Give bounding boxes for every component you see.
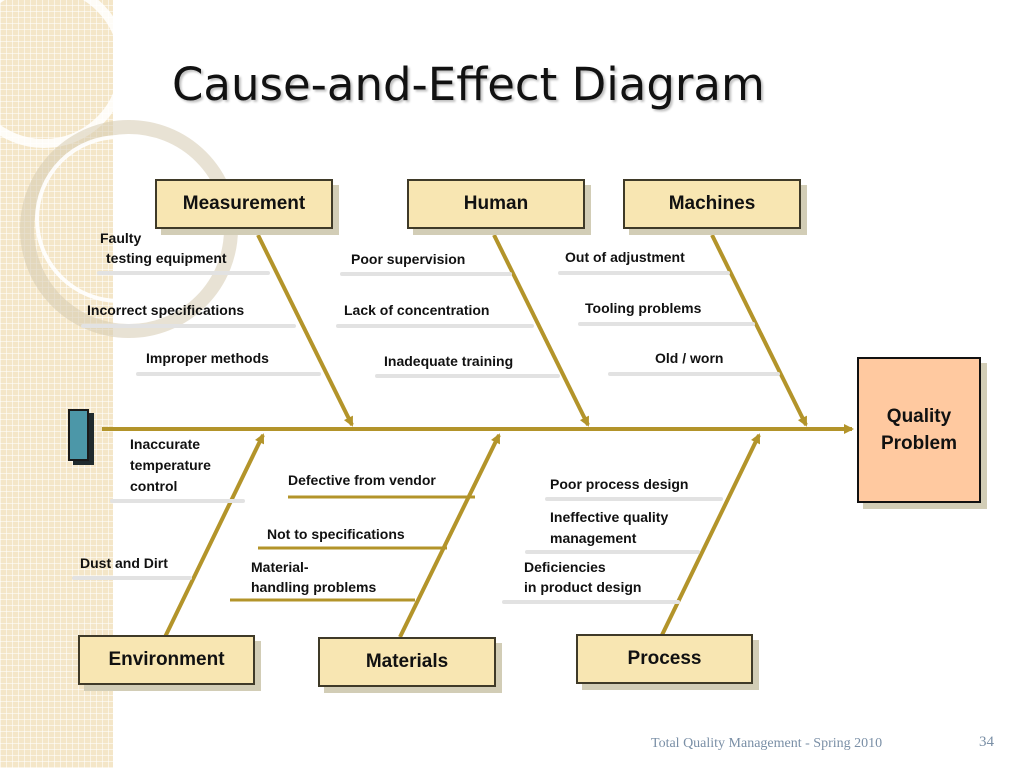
- cause-tooling-problems: Tooling problems: [585, 300, 702, 316]
- cause-underline: [608, 372, 780, 376]
- category-materials: Materials: [318, 637, 496, 687]
- cause-underline: [72, 576, 192, 580]
- cause-underline: [340, 272, 512, 276]
- cause-underline: [375, 374, 560, 378]
- cause-faulty-line1: Faulty: [100, 230, 142, 246]
- effect-line: Problem: [880, 433, 958, 454]
- bone-process: [660, 433, 761, 636]
- cause-deficiencies-line1: Deficiencies: [524, 559, 606, 575]
- spine-tail-block: [68, 409, 89, 461]
- cause-underline: [136, 372, 321, 376]
- cause-poor-supervision: Poor supervision: [351, 251, 466, 267]
- cause-underline: [336, 324, 534, 328]
- cause-not-to-specs: Not to specifications: [267, 526, 405, 542]
- footer-text: Total Quality Management - Spring 2010: [651, 736, 883, 751]
- category-environment: Environment: [78, 635, 255, 685]
- category-process: Process: [576, 634, 753, 684]
- cause-underline: [578, 322, 755, 326]
- page-number: 34: [979, 734, 994, 750]
- cause-improper-methods: Improper methods: [146, 350, 269, 366]
- cause-ineffective-line1: Ineffective quality: [550, 509, 669, 525]
- cause-incorrect-specs: Incorrect specifications: [87, 302, 245, 318]
- cause-underline: [545, 497, 723, 501]
- category-machines: Machines: [623, 179, 801, 229]
- cause-dust-dirt: Dust and Dirt: [80, 555, 168, 571]
- cause-out-of-adjustment: Out of adjustment: [565, 249, 685, 265]
- cause-old-worn: Old / worn: [655, 350, 724, 366]
- cause-faulty-line2: testing equipment: [106, 250, 227, 266]
- cause-underline: [525, 550, 700, 554]
- cause-lack-concentration: Lack of concentration: [344, 302, 490, 318]
- effect-quality-problem: Quality Problem: [857, 357, 981, 503]
- cause-underline: [97, 271, 270, 275]
- bone-machines: [710, 234, 808, 427]
- cause-inaccurate-line3: control: [130, 478, 178, 494]
- cause-inadequate-training: Inadequate training: [384, 353, 514, 369]
- bone-environment: [163, 433, 265, 638]
- cause-handling-line1: Material-: [251, 559, 309, 575]
- cause-inaccurate-line1: Inaccurate: [130, 436, 201, 452]
- bone-materials: [398, 433, 501, 638]
- slide-title: Cause-and-Effect Diagram: [172, 58, 765, 111]
- bone-human: [492, 234, 590, 427]
- cause-defective-vendor: Defective from vendor: [288, 472, 436, 488]
- cause-underline: [558, 271, 730, 275]
- cause-poor-design: Poor process design: [550, 476, 689, 492]
- cause-handling-line2: handling problems: [251, 579, 377, 595]
- cause-deficiencies-line2: in product design: [524, 579, 642, 595]
- category-measurement: Measurement: [155, 179, 333, 229]
- effect-line: Quality: [886, 406, 952, 427]
- cause-underline: [81, 324, 296, 328]
- cause-inaccurate-line2: temperature: [130, 457, 211, 473]
- cause-ineffective-line2: management: [550, 530, 637, 546]
- cause-underline: [110, 499, 245, 503]
- bone-measurement: [256, 234, 354, 427]
- category-human: Human: [407, 179, 585, 229]
- cause-underline: [502, 600, 680, 604]
